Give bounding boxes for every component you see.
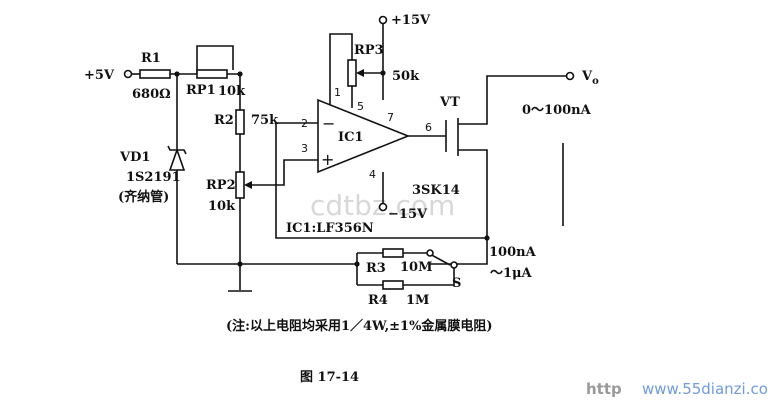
terminal-15v <box>378 15 388 25</box>
label-vout: Vo <box>581 69 599 87</box>
potentiometer-rp3 <box>347 59 357 87</box>
resistor-r4 <box>382 280 404 290</box>
resistor-r2 <box>235 109 245 135</box>
label-vd1-note: (齐纳管) <box>118 189 169 205</box>
opamp-ic1 <box>317 98 411 174</box>
potentiometer-rp2 <box>235 171 245 199</box>
label-caption: 图 17-14 <box>300 370 359 385</box>
label-r1: R1 <box>141 51 161 66</box>
label-range-b: ～1μA <box>490 266 533 281</box>
terminal-vo <box>565 71 575 81</box>
label-range-a: 100nA <box>489 245 537 260</box>
label-rp2-value: 10k <box>208 199 236 214</box>
opamp-minus-sign: − <box>322 114 335 133</box>
pin-6: 6 <box>425 121 432 134</box>
label-vd1: VD1 <box>119 150 150 165</box>
label-vplus: +15V <box>391 13 431 28</box>
label-r2: R2 <box>214 113 234 128</box>
terminal-5v <box>123 69 133 79</box>
resistor-r3 <box>382 248 404 258</box>
label-switch: S <box>452 276 461 291</box>
label-r3-value: 10M <box>400 260 432 275</box>
label-vt: VT <box>439 95 460 110</box>
label-vd1-part: 1S2191 <box>126 170 181 185</box>
label-supply-in: +5V <box>84 68 115 83</box>
pin-2: 2 <box>301 117 308 130</box>
label-rp1-value: 10k <box>218 84 246 99</box>
label-r4-value: 1M <box>406 293 429 308</box>
pin-5: 5 <box>357 100 364 113</box>
label-r4: R4 <box>368 293 388 308</box>
label-r1-value: 680Ω <box>132 87 171 102</box>
pin-7: 7 <box>387 111 394 124</box>
terminal-minus15v <box>378 202 388 212</box>
label-ic-note: IC1:LF356N <box>286 221 374 236</box>
label-vt-part: 3SK14 <box>412 183 460 198</box>
label-rp1: RP1 <box>186 83 216 98</box>
rp2-wiper-arrow <box>244 181 252 189</box>
label-r3: R3 <box>366 261 386 276</box>
label-vminus: −15V <box>388 207 428 222</box>
pin-1: 1 <box>334 86 341 99</box>
opamp-plus-sign: + <box>321 150 334 169</box>
watermark-url-prefix: http <box>586 380 622 398</box>
pin-3: 3 <box>301 142 308 155</box>
label-note: (注:以上电阻均采用1／4W,±1%金属膜电阻) <box>226 318 493 334</box>
switch-contact <box>450 261 458 269</box>
label-range-out: 0～100nA <box>522 103 592 118</box>
resistor-r1 <box>139 69 171 79</box>
label-ic1: IC1 <box>338 130 363 145</box>
switch-contact-pivot <box>426 249 434 257</box>
label-rp3: RP3 <box>354 43 384 58</box>
potentiometer-rp1 <box>196 69 228 79</box>
rp3-wiper-arrow <box>356 69 364 77</box>
pin-4: 4 <box>369 168 376 181</box>
watermark-url-domain: www.55dianzi.com <box>642 380 768 398</box>
zener-diode-vd1 <box>167 142 187 171</box>
label-rp2: RP2 <box>206 178 236 193</box>
label-r2-value: 75k <box>251 113 279 128</box>
label-rp3-value: 50k <box>392 69 420 84</box>
